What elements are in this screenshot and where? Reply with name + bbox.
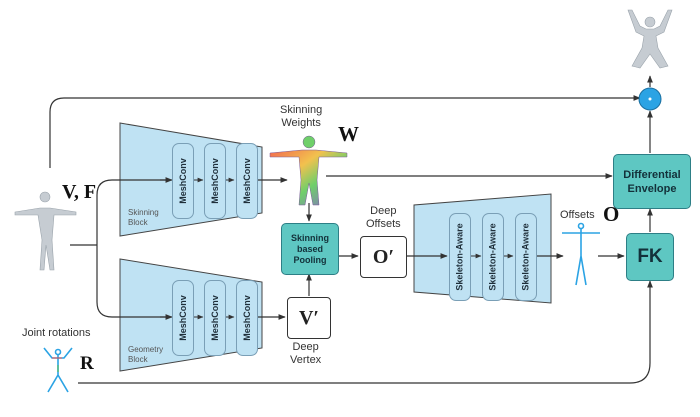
skinning-meshconv-layer-3: MeshConv: [236, 143, 258, 219]
input-mesh-figure: [14, 191, 77, 271]
joint-rotations-label: Joint rotations: [22, 327, 91, 339]
bypass-line: [49, 95, 641, 168]
offsets-label: Offsets: [560, 209, 595, 221]
joint-rotations-figure: [43, 347, 73, 393]
skeleton-aware-layer-2: Skeleton-Aware: [482, 213, 504, 301]
geometry-block-label: Geometry Block: [128, 345, 164, 364]
skinning-weights-symbol: W: [338, 122, 359, 146]
differential-envelope-box: Differential Envelope: [613, 154, 691, 209]
geometry-meshconv-layer-3: MeshConv: [236, 280, 258, 356]
rotations-line: [78, 280, 653, 384]
deep-offsets-label: Deep Offsets: [366, 205, 401, 230]
fk-box: FK: [626, 233, 674, 281]
output-posed-figure: [627, 9, 673, 69]
mesh-input-symbol: V, F: [62, 181, 97, 203]
skinning-meshconv-layer-2: MeshConv: [204, 143, 226, 219]
skinning-weights-label: Skinning Weights: [280, 104, 323, 129]
geometry-meshconv-layer-2: MeshConv: [204, 280, 226, 356]
skinning-weights-figure: [269, 135, 348, 206]
skinning-meshconv-layer-1: MeshConv: [172, 143, 194, 219]
offsets-skeleton-figure: [562, 222, 600, 286]
skinning-based-pooling-box: Skinning based Pooling: [281, 223, 339, 275]
skinning-block-label: Skinning Block: [128, 208, 159, 227]
joint-rotations-symbol: R: [80, 353, 94, 374]
skeleton-aware-layer-3: Skeleton-Aware: [515, 213, 537, 301]
deep-offsets-box: O′: [360, 236, 407, 278]
deep-vertex-label: Deep Vertex: [290, 341, 322, 366]
input-split-line: [70, 179, 168, 318]
geometry-meshconv-layer-1: MeshConv: [172, 280, 194, 356]
skeleton-aware-layer-1: Skeleton-Aware: [449, 213, 471, 301]
deep-vertex-box: V′: [287, 297, 331, 339]
